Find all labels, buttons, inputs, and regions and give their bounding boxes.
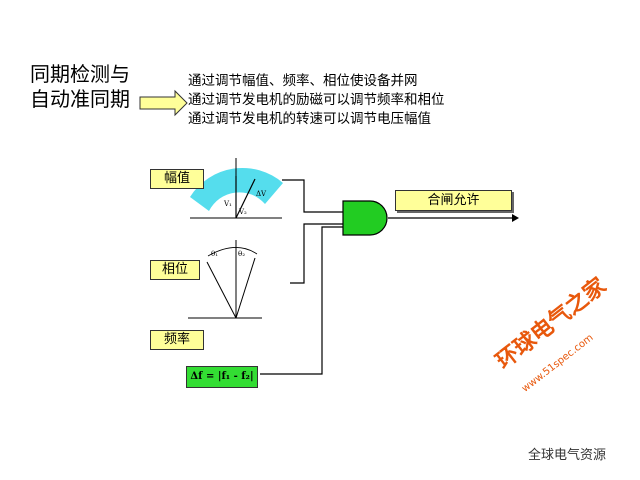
amplitude-signal-line	[282, 179, 343, 213]
theta2-label: θ₂	[238, 250, 245, 258]
and-gate	[342, 200, 388, 236]
v2-label: V₂	[238, 208, 247, 216]
title-arrow-icon	[139, 89, 188, 117]
title-line-2: 自动准同期	[30, 87, 130, 111]
bullet-list: 通过调节幅值、频率、相位使设备并网 通过调节发电机的励磁可以调节频率和相位 通过…	[188, 72, 445, 129]
close-permit-output: 合闸允许	[395, 190, 512, 211]
bullet-item: 通过调节幅值、频率、相位使设备并网	[188, 73, 418, 89]
phase-line-2	[235, 257, 256, 319]
v1-label: V₁	[223, 200, 232, 208]
output-arrow-icon	[512, 214, 519, 222]
amplitude-label: 幅值	[150, 169, 204, 189]
phase-label: 相位	[150, 260, 200, 280]
vector-v2	[235, 178, 256, 219]
frequency-difference-formula: Δf = |f₁ - f₂|	[186, 366, 258, 388]
dv-label: ΔV	[256, 190, 267, 198]
frequency-signal-line	[260, 226, 343, 375]
theta1-label: θ₁	[211, 250, 218, 258]
frequency-label: 频率	[150, 330, 204, 350]
phase-line-1	[206, 261, 237, 319]
bullet-item: 通过调节发电机的励磁可以调节频率和相位	[188, 92, 445, 108]
phase-arc	[207, 247, 258, 257]
bullet-item: 通过调节发电机的转速可以调节电压幅值	[188, 111, 431, 127]
phase-signal-line	[290, 223, 343, 284]
watermark-account: 全球电气资源	[528, 448, 607, 463]
title-line-1: 同期检测与	[30, 62, 130, 86]
slide-title: 同期检测与 自动准同期	[30, 62, 130, 112]
